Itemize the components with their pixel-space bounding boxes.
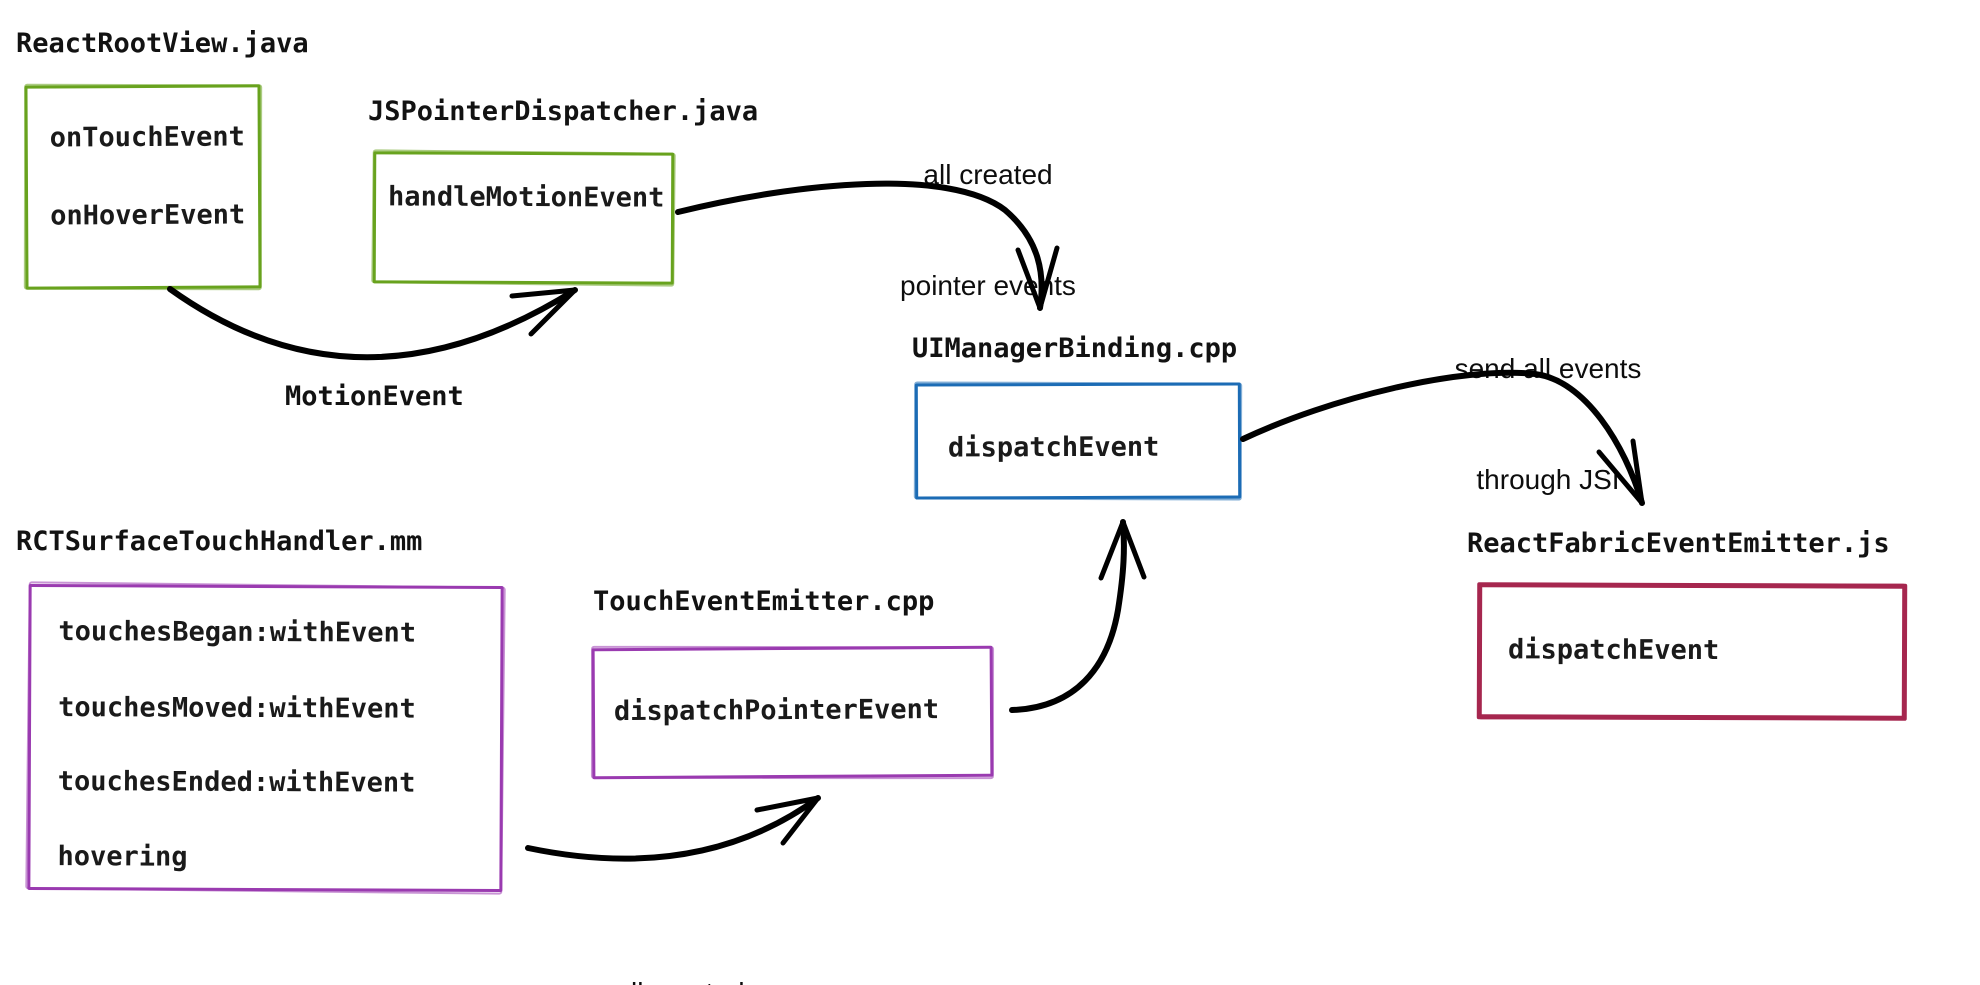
- label-react-root-view: ReactRootView.java: [16, 28, 309, 59]
- edge-label-line: through JSI: [1476, 464, 1620, 495]
- arrow-all-created-bottom: [525, 795, 821, 862]
- label-js-pointer-dispatcher: JSPointerDispatcher.java: [368, 96, 759, 127]
- arrow-dispatch-pointer-to-binding: [1009, 519, 1127, 713]
- edge-label-motion-event: MotionEvent: [285, 381, 464, 412]
- label-ui-manager-binding: UIManagerBinding.cpp: [912, 333, 1238, 364]
- edge-label-line: all created: [560, 974, 800, 985]
- arrow-send-through-jsi-head: [1596, 438, 1645, 506]
- arrow-send-through-jsi: [1240, 369, 1645, 506]
- arrow-all-created-bottom-head: [754, 795, 821, 846]
- arrow-dispatch-pointer-to-binding-head: [1098, 519, 1147, 581]
- label-touch-event-emitter: TouchEventEmitter.cpp: [593, 586, 935, 617]
- arrow-motion-event-head: [509, 287, 578, 337]
- label-react-fabric-event-emitter: ReactFabricEventEmitter.js: [1467, 528, 1890, 559]
- edge-label-line: pointer events: [900, 270, 1076, 301]
- label-rct-surface-touch-handler: RCTSurfaceTouchHandler.mm: [16, 526, 423, 557]
- arrow-motion-event: [167, 286, 578, 361]
- arrow-all-created-top: [675, 180, 1045, 311]
- arrow-all-created-top-head: [1015, 245, 1060, 311]
- edge-label-all-created-bottom: all created pointer events: [560, 900, 800, 985]
